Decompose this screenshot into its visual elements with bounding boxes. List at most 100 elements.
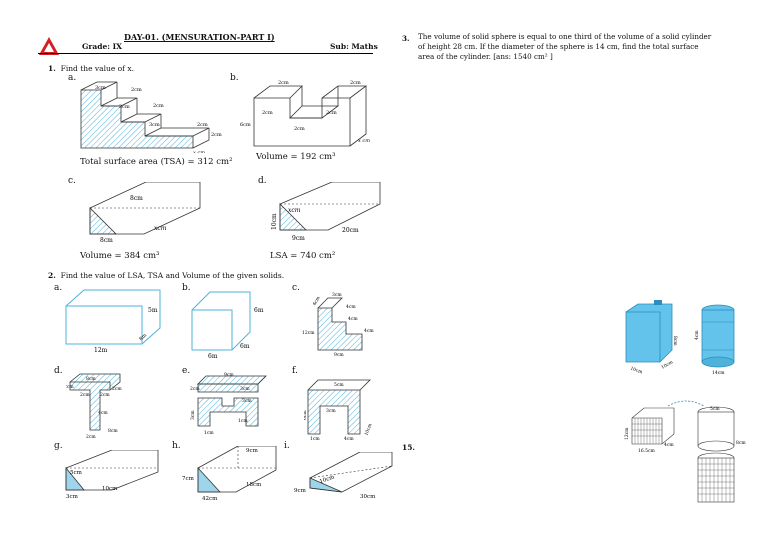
svg-text:2cm: 2cm bbox=[326, 110, 337, 116]
q2f-label: f. bbox=[292, 366, 298, 376]
svg-text:2cm: 2cm bbox=[100, 392, 110, 398]
svg-text:5cm: 5cm bbox=[710, 406, 720, 412]
svg-text:4cm: 4cm bbox=[664, 442, 674, 448]
svg-text:8cm: 8cm bbox=[100, 237, 113, 242]
svg-text:1cm: 1cm bbox=[204, 430, 214, 436]
svg-text:1cm: 1cm bbox=[238, 418, 248, 424]
svg-text:2cm: 2cm bbox=[262, 110, 273, 116]
q2b-label: b. bbox=[182, 283, 191, 293]
svg-text:12cm: 12cm bbox=[624, 427, 630, 440]
svg-text:2cm: 2cm bbox=[80, 392, 90, 398]
svg-text:5m: 5m bbox=[148, 307, 158, 314]
svg-text:12m: 12m bbox=[94, 347, 108, 354]
q2g-label: g. bbox=[54, 441, 63, 451]
svg-text:6cm: 6cm bbox=[240, 122, 251, 128]
svg-text:10cm: 10cm bbox=[271, 213, 278, 230]
svg-text:14cm: 14cm bbox=[712, 370, 725, 376]
q2a-label: a. bbox=[54, 283, 63, 293]
svg-text:8m: 8m bbox=[138, 332, 148, 342]
svg-text:2cm: 2cm bbox=[211, 132, 222, 138]
red-triangle-logo-icon bbox=[39, 37, 59, 55]
svg-text:9cm: 9cm bbox=[292, 235, 305, 242]
question-1: 1. Find the value of x. bbox=[48, 64, 134, 73]
svg-text:8cm: 8cm bbox=[736, 440, 746, 446]
svg-text:5cm: 5cm bbox=[334, 382, 344, 388]
svg-text:10cm: 10cm bbox=[660, 359, 674, 371]
svg-text:2cm: 2cm bbox=[350, 80, 361, 86]
svg-text:2cm: 2cm bbox=[190, 386, 200, 392]
svg-text:3cm: 3cm bbox=[149, 122, 160, 128]
svg-text:3cm: 3cm bbox=[240, 386, 250, 392]
question-15-number: 15. bbox=[402, 443, 416, 452]
svg-text:12cm: 12cm bbox=[302, 330, 315, 336]
svg-text:xcm: xcm bbox=[288, 207, 301, 214]
q1c-caption: Volume = 384 cm³ bbox=[80, 251, 160, 261]
svg-text:6m: 6m bbox=[208, 353, 218, 360]
svg-text:2cm: 2cm bbox=[66, 384, 74, 390]
page-title: DAY-01. (MENSURATION-PART I) bbox=[124, 32, 275, 42]
svg-text:1cm: 1cm bbox=[310, 436, 320, 440]
svg-text:xcm: xcm bbox=[154, 225, 167, 232]
svg-text:3cm: 3cm bbox=[66, 494, 79, 500]
question-3: 3. The volume of solid sphere is equal t… bbox=[402, 32, 712, 61]
q2a-cuboid-figure: 5m 12m 8m bbox=[65, 289, 161, 354]
svg-text:2cm: 2cm bbox=[294, 126, 305, 132]
svg-text:10cm: 10cm bbox=[319, 474, 336, 485]
q1c-label: c. bbox=[68, 176, 76, 186]
q2e-label: e. bbox=[182, 366, 191, 376]
svg-text:7cm: 7cm bbox=[182, 476, 195, 482]
svg-text:3cm: 3cm bbox=[242, 398, 252, 404]
svg-text:2cm: 2cm bbox=[153, 103, 164, 109]
svg-text:9cm: 9cm bbox=[294, 488, 307, 494]
svg-text:6cm: 6cm bbox=[304, 410, 308, 420]
svg-text:2cm: 2cm bbox=[197, 122, 208, 128]
svg-text:16.5cm: 16.5cm bbox=[638, 448, 656, 454]
q1a-caption: Total surface area (TSA) = 312 cm² bbox=[80, 157, 233, 167]
q2i-label: i. bbox=[284, 441, 290, 451]
svg-text:3cm: 3cm bbox=[95, 85, 106, 91]
svg-text:4cm: 4cm bbox=[344, 436, 354, 440]
q2d-label: d. bbox=[54, 366, 63, 376]
svg-text:4cm: 4cm bbox=[98, 410, 108, 416]
svg-text:9cm: 9cm bbox=[224, 372, 234, 378]
svg-text:9cm: 9cm bbox=[334, 352, 344, 358]
svg-text:4cm: 4cm bbox=[364, 328, 374, 334]
q2h-label: h. bbox=[172, 441, 181, 451]
q1b-caption: Volume = 192 cm³ bbox=[256, 152, 336, 162]
question-2: 2. Find the value of LSA, TSA and Volume… bbox=[48, 271, 285, 280]
svg-text:18cm: 18cm bbox=[246, 482, 262, 488]
svg-text:4cm: 4cm bbox=[346, 304, 356, 310]
subject-label: Sub: Maths bbox=[330, 42, 378, 51]
q1d-prism-figure: xcm 10cm 9cm 20cm bbox=[271, 182, 381, 242]
svg-text:8cm: 8cm bbox=[86, 376, 96, 382]
svg-text:4cm: 4cm bbox=[694, 330, 700, 340]
svg-text:8cm: 8cm bbox=[672, 336, 678, 346]
svg-text:10cm: 10cm bbox=[629, 366, 643, 376]
q1d-caption: LSA = 740 cm² bbox=[270, 251, 336, 261]
svg-text:6m: 6m bbox=[240, 343, 250, 350]
svg-text:4cm: 4cm bbox=[312, 295, 322, 307]
svg-text:2cm: 2cm bbox=[278, 80, 289, 86]
q1a-label: a. bbox=[68, 73, 77, 83]
tank-and-cylinder-figure: 10cm 10cm 8cm 14cm 4cm bbox=[625, 300, 735, 376]
svg-text:4cm: 4cm bbox=[348, 316, 358, 322]
q1d-label: d. bbox=[258, 176, 267, 186]
svg-text:3cm: 3cm bbox=[119, 104, 130, 110]
svg-text:2cm: 2cm bbox=[131, 87, 142, 93]
svg-text:10cm: 10cm bbox=[364, 422, 374, 436]
svg-text:8cm: 8cm bbox=[108, 428, 118, 434]
grade-label: Grade: IX bbox=[82, 42, 122, 51]
header-divider bbox=[38, 53, 373, 54]
svg-text:5cm: 5cm bbox=[70, 470, 83, 476]
q2c-label: c. bbox=[292, 283, 300, 293]
svg-text:20cm: 20cm bbox=[342, 227, 359, 234]
stacked-cubes-into-cylinder-figure: 5cm 12cm 16.5cm 4cm 8cm bbox=[624, 400, 746, 503]
